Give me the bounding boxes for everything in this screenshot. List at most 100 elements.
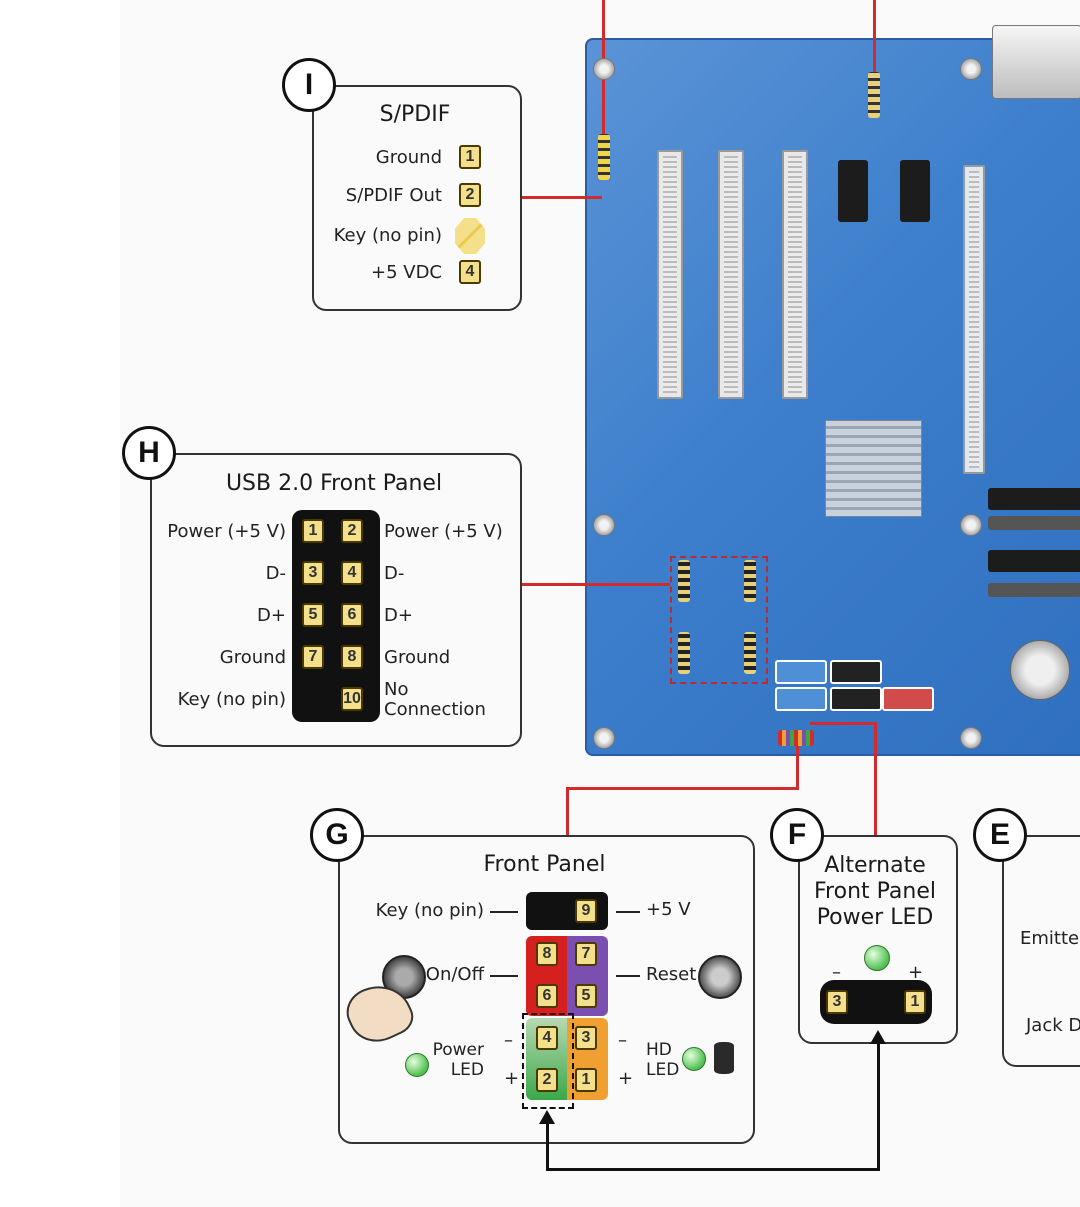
panel-e-label: Jack D: [1026, 1015, 1080, 1036]
mounting-hole: [593, 727, 615, 749]
memory-slot: [988, 583, 1080, 597]
fp-pin: 8: [536, 942, 558, 966]
fp-key-label: Key (no pin): [375, 900, 484, 921]
wire-spdif: [518, 196, 602, 199]
fp-pin: 3: [575, 1026, 597, 1050]
audio-header: [868, 72, 880, 118]
spdif-pin-label: Key (no pin): [333, 225, 442, 246]
fp-pin: 5: [575, 984, 597, 1008]
wire-top-audio: [873, 0, 876, 72]
sata-connector: [830, 687, 882, 711]
arrow-head: [870, 1030, 886, 1044]
panel-spdif: [312, 85, 522, 311]
alt-led-icon: [864, 945, 890, 971]
fp-pin: 7: [575, 942, 597, 966]
usb-left-label: Ground: [219, 647, 286, 668]
fp-pin: 1: [575, 1068, 597, 1092]
pci-slot: [718, 150, 744, 399]
mounting-hole: [960, 58, 982, 80]
fp-plus: +: [504, 1068, 520, 1089]
usb-right-label: Ground: [384, 647, 451, 668]
badge-h: H: [122, 426, 176, 480]
spdif-pin: 4: [459, 260, 481, 284]
spdif-header: [598, 134, 610, 180]
io-connector: [992, 25, 1080, 99]
arrow-line: [877, 1040, 880, 1171]
alt-led-title: Alternate Front Panel Power LED: [814, 853, 936, 930]
usb-right-label: No Connection: [384, 679, 486, 720]
hd-led-icon: [682, 1047, 706, 1071]
fp-plus: +: [618, 1068, 634, 1089]
wire-alt-led: [874, 722, 877, 837]
arrow-line: [546, 1168, 880, 1171]
alt-led-minus: –: [832, 962, 841, 983]
wire-usb: [518, 583, 670, 586]
usb-header: [678, 632, 690, 674]
mounting-hole: [960, 727, 982, 749]
pci-slot: [782, 150, 808, 399]
usb-pin: 8: [341, 645, 363, 669]
pcie-x16-slot: [963, 165, 985, 474]
fp-powerled-label: Power LED: [432, 1040, 484, 1080]
front-panel-title: Front Panel: [483, 852, 606, 877]
pcie-x1-slot: [838, 160, 868, 222]
memory-slot: [988, 488, 1080, 510]
spdif-pin-label: +5 VDC: [371, 262, 442, 283]
front-panel-header: [778, 730, 814, 746]
wire-front-panel: [566, 787, 798, 790]
usb-pin: 5: [302, 603, 324, 627]
sata-connector: [775, 687, 827, 711]
hard-drive-icon: [714, 1042, 734, 1074]
pcie-x1-slot: [900, 160, 930, 222]
usb-right-label: D-: [384, 563, 405, 584]
fp-leader: [490, 911, 518, 913]
usb-pin: 10: [341, 687, 363, 711]
fp-pin: 2: [536, 1068, 558, 1092]
chipset-heatsink: [825, 420, 922, 517]
mounting-hole: [593, 58, 615, 80]
fp-reset-label: Reset: [646, 964, 697, 985]
alt-led-plus: +: [908, 962, 924, 983]
badge-e: E: [973, 808, 1027, 862]
usb-pin: 2: [341, 519, 363, 543]
fp-minus: –: [504, 1030, 513, 1051]
wire-front-panel: [566, 787, 569, 835]
fp-vcc-label: +5 V: [646, 899, 691, 920]
fp-onoff-label: On/Off: [425, 964, 484, 985]
fp-pin: 4: [536, 1026, 558, 1050]
fp-pin: 9: [575, 899, 597, 923]
usb-left-label: D+: [257, 605, 286, 626]
spdif-pin: 2: [459, 183, 481, 207]
cmos-battery: [1010, 640, 1070, 700]
reset-button-icon: [698, 955, 742, 999]
sata-connector: [882, 687, 934, 711]
memory-slot: [988, 550, 1080, 572]
usb-right-label: D+: [384, 605, 413, 626]
usb-pin: 1: [302, 519, 324, 543]
spdif-pin-label: S/PDIF Out: [345, 185, 442, 206]
fp-powerled-highlight: [522, 1013, 574, 1109]
usb-header: [678, 560, 690, 602]
fp-pin: 6: [536, 984, 558, 1008]
badge-g: G: [310, 808, 364, 862]
spdif-pin: 1: [459, 145, 481, 169]
spdif-title: S/PDIF: [379, 102, 451, 127]
arrow-line: [546, 1120, 549, 1170]
badge-f: F: [770, 808, 824, 862]
diagram-canvas: I S/PDIF Ground 1 S/PDIF Out 2 Key (no p…: [120, 0, 1080, 1207]
usb-left-label: Key (no pin): [177, 689, 286, 710]
arrow-head: [539, 1110, 555, 1124]
usb-header-highlight: [670, 556, 768, 684]
spdif-key-pin: [455, 218, 485, 254]
pci-slot: [657, 150, 683, 399]
usb-pin: 7: [302, 645, 324, 669]
page-margin: [0, 0, 120, 1207]
usb-header: [744, 560, 756, 602]
usb-left-label: D-: [265, 563, 286, 584]
mounting-hole: [960, 514, 982, 536]
usb-title: USB 2.0 Front Panel: [225, 471, 443, 496]
usb-header: [744, 632, 756, 674]
fp-leader: [490, 975, 518, 977]
fp-leader: [616, 975, 640, 977]
usb-pin: 6: [341, 603, 363, 627]
